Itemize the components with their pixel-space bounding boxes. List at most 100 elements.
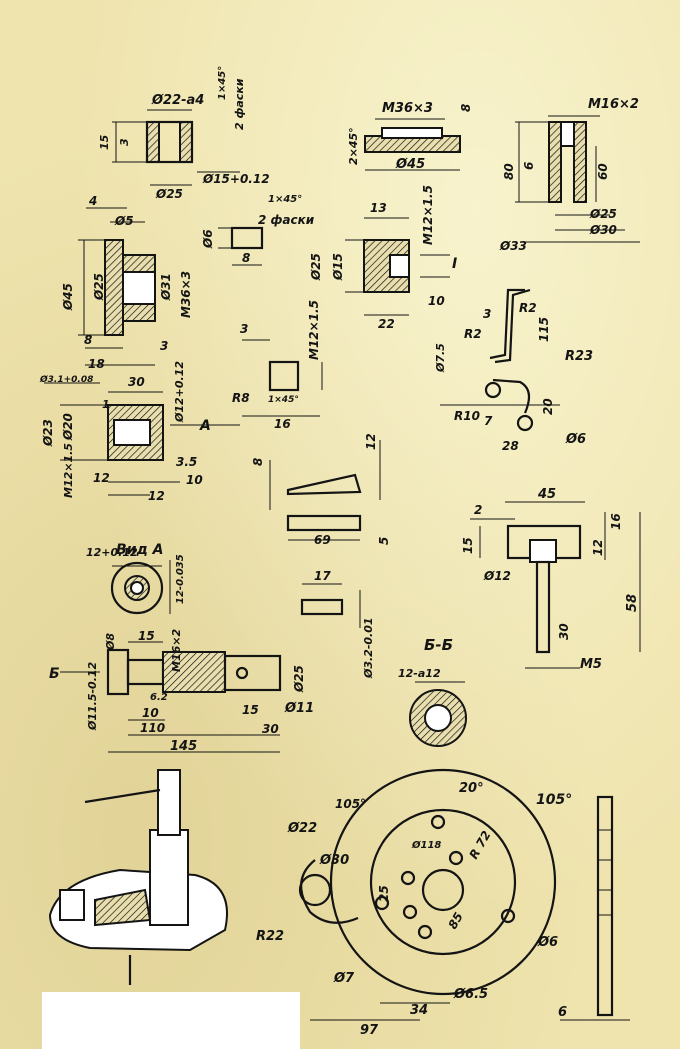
part-nut-m36: M36×3 8 2×45° Ø45 [347,101,473,172]
dim-85: 85 [445,910,465,931]
dim-30: 30 [262,722,279,736]
dim-d23: Ø23 [41,419,55,447]
dim-2: 2 [474,503,482,517]
dim-d31: Ø31 [159,273,173,301]
dim-10: 10 [142,706,159,720]
dim-d45: Ø45 [61,283,75,311]
dim-roman-i: I [452,256,457,272]
dim-69: 69 [314,533,331,547]
dim-h60: 60 [596,163,610,180]
dim-105b: 105° [536,792,572,808]
dim-8: 8 [84,333,92,347]
dim-d25: Ø25 [589,207,617,221]
dim-d15: Ø15 [331,253,345,281]
dim-3: 3 [160,339,168,353]
dim-12-0-035: 12-0.035 [175,554,186,604]
dim-28: 28 [502,439,519,453]
dim-15: 15 [138,629,155,643]
dim-12b: 12 [148,489,165,503]
dim-m5: M5 [580,657,602,672]
blank-patch [42,992,300,1049]
dim-h6: 6 [522,162,536,170]
dim-10: 10 [428,294,445,308]
dim-d6: Ø6 [537,935,558,950]
dim-3: 3 [240,322,248,336]
part-flange: 4 Ø5 Ø45 Ø25 Ø31 M36×3 8 18 3 [61,194,193,371]
dim-d6-5: Ø6.5 [453,987,488,1002]
section-bb-title: Б-Б [424,636,453,654]
dim-dia45: Ø45 [395,157,425,172]
dim-d118: Ø118 [411,839,441,851]
dim-d30: Ø30 [589,223,617,237]
dim-chamfer: 1×45° [268,395,299,405]
dim-d11: Ø11 [284,701,314,716]
dim-d33: Ø33 [499,239,527,253]
dim-12a: 12 [93,471,110,485]
dim-3-5: 3.5 [176,455,197,469]
dim-d12: Ø12+0.12 [173,361,186,423]
dim-15: 15 [461,537,475,554]
dim-110: 110 [140,721,165,735]
dim-h3: 3 [118,138,131,146]
part-bushing-top-left: Ø22-a4 1×45° 2 фаски 15 3 Ø25 Ø15+0.12 [98,66,270,201]
part-nut-m12: 13 M12×1.5 Ø25 Ø15 I 10 22 [309,185,457,331]
dim-dia25: Ø25 [155,187,183,201]
part-screw: Б Ø8 15 M16×2 Ø11.5-0.12 6.2 10 110 145 … [49,629,314,754]
dim-d6: Ø6 [201,229,215,249]
dim-45: 45 [537,487,556,502]
dim-d22: Ø22 [287,821,317,836]
dim-m12: M12×1.5 [307,300,321,360]
view-a-title: Вид А [116,542,164,558]
dim-chamfer: 1×45° [217,66,228,100]
dim-thk6: 6 [558,1005,567,1020]
dim-d25: Ø25 [309,253,323,281]
dim-97: 97 [360,1023,379,1038]
part-bushing-m16: M16×2 80 6 60 Ø25 Ø30 Ø33 [499,97,640,253]
dim-d30: Ø30 [319,853,349,868]
dim-note: 2 фаски [258,213,315,227]
dim-12-a12: 12+0.12 [86,546,138,559]
dim-d11-5: Ø11.5-0.12 [86,661,99,731]
dim-115: 115 [537,317,551,342]
arrow-b-label: Б [49,666,60,682]
dim-r2b: R2 [464,327,482,341]
dim-chamfer: 2×45° [347,127,360,165]
dim-25: 25 [377,885,391,902]
dim-d3-1: Ø3.1+0.08 [39,374,93,385]
dim-h8: 8 [251,458,265,466]
dim-m16: M16×2 [170,629,183,672]
dim-22: 22 [378,317,395,331]
part-housing: Ø3.1+0.08 30 Ø23 Ø20 Ø12+0.12 1 А M12×1.… [39,361,240,503]
dim-7: 7 [484,414,493,428]
part-pin-17: 17 Ø3.2-0.01 [300,569,375,679]
dim-r22: R22 [256,929,284,944]
dim-h8: 8 [459,104,473,112]
dim-m36: M36×3 [179,271,193,318]
dim-10: 10 [186,473,203,487]
dim-d6: Ø6 [565,432,586,447]
dim-m12: M12×1.5 [421,185,435,245]
dim-58: 58 [625,594,640,612]
dim-d7-5: Ø7.5 [434,343,447,373]
dim-105a: 105° [335,797,366,811]
dim-6-2: 6.2 [150,692,168,703]
dim-17: 17 [314,569,331,583]
dim-r72: R 72 [466,828,493,861]
assembly-sketch [48,769,228,985]
dim-d12: Ø12 [483,569,511,583]
dim-20deg: 20° [459,781,484,796]
part-pin-m12: 3 M12×1.5 R8 1×45° 16 [232,300,323,431]
dim-30: 30 [128,375,145,389]
dim-8: 8 [242,251,250,265]
dim-1: 1 [102,398,110,411]
dim-h15: 15 [98,134,111,150]
dim-145: 145 [170,739,197,754]
section-bb: Б-Б 12-a12 [398,636,467,747]
dim-12: 12 [591,539,605,556]
dim-r10: R10 [454,409,480,423]
part-wedge: 8 12 69 5 [251,433,391,547]
dim-16: 16 [609,513,623,530]
dim-4: 4 [88,194,97,208]
dim-d3-2: Ø3.2-0.01 [362,617,375,679]
